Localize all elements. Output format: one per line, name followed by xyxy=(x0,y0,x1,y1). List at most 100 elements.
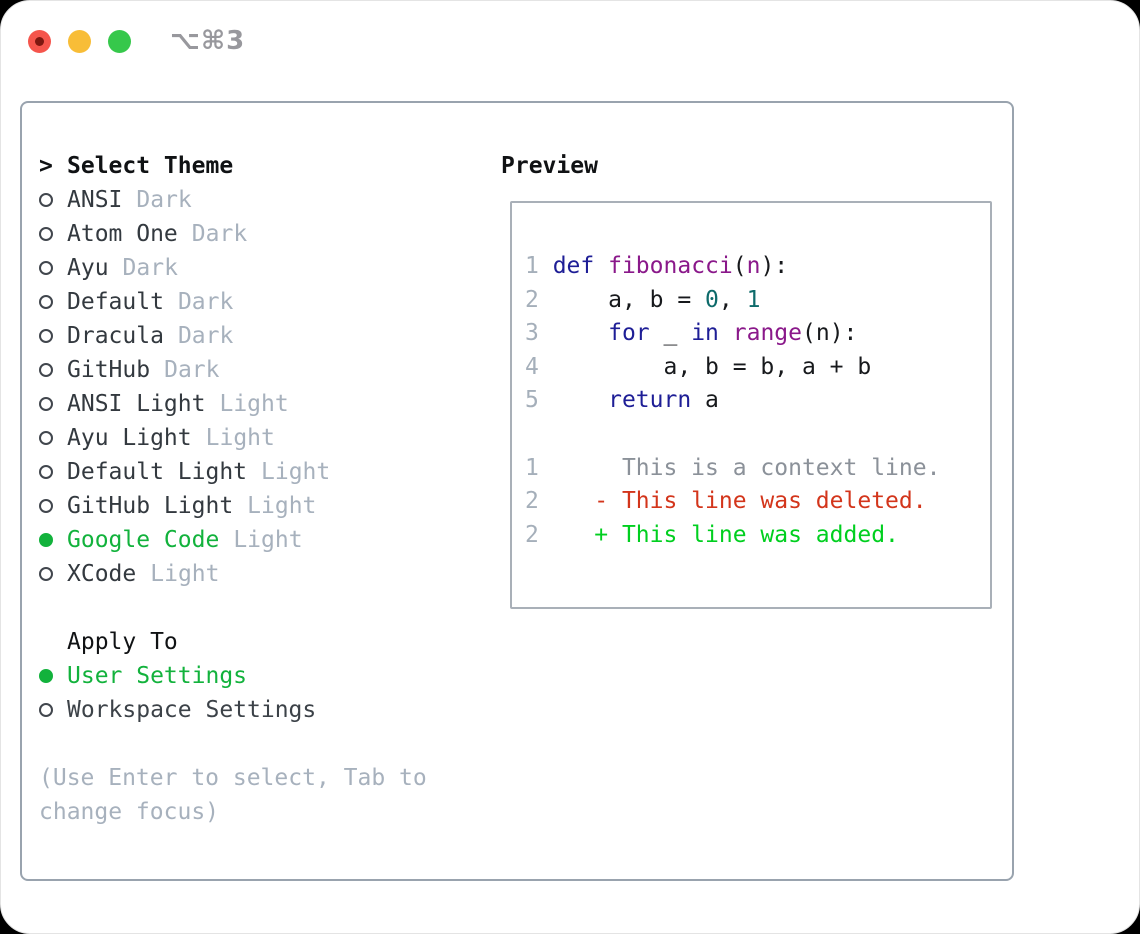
code-token-lit: 1 xyxy=(746,286,761,313)
theme-variant: Dark xyxy=(177,289,234,315)
code-token-pln: a xyxy=(691,387,719,414)
code-token-pln xyxy=(553,320,608,346)
theme-variant: Light xyxy=(150,561,220,587)
code-token-ln: 2 xyxy=(525,286,553,313)
code-token-ln: 5 xyxy=(525,387,553,414)
code-token-pln: a, b = b, a + b xyxy=(552,353,872,380)
theme-option[interactable]: GitHub Dark xyxy=(39,353,489,387)
code-token-ln: 1 xyxy=(525,454,553,481)
code-token-del: - This line was deleted. xyxy=(552,488,927,515)
radio-icon xyxy=(39,227,53,241)
hint-line: change focus) xyxy=(39,799,220,825)
code-preview: 1 def fibonacci(n): 2 a, b = 0, 1 3 for … xyxy=(512,203,990,552)
code-line: 1 def fibonacci(n): xyxy=(525,253,788,279)
apply-to-label: Workspace Settings xyxy=(67,697,317,723)
code-line: 2 a, b = 0, 1 xyxy=(525,287,760,313)
code-token-pln: , xyxy=(718,286,747,313)
traffic-light-close-button[interactable] xyxy=(28,29,51,53)
theme-variant: Light xyxy=(205,425,275,451)
preview-title: Preview xyxy=(501,153,598,179)
spacer xyxy=(39,727,489,761)
window-titlebar: ⌥⌘3 xyxy=(28,26,245,56)
apply-to-label: User Settings xyxy=(67,663,248,689)
code-token-ln: 3 xyxy=(525,320,553,347)
code-line: 2 + This line was added. xyxy=(525,522,899,548)
radio-selected-icon xyxy=(39,669,53,683)
code-token-kw: in xyxy=(691,320,719,347)
theme-variant: Dark xyxy=(136,187,192,213)
theme-variant: Light xyxy=(233,527,303,553)
radio-icon xyxy=(39,363,53,377)
theme-option[interactable]: ANSI Dark xyxy=(39,183,489,217)
theme-variant: Dark xyxy=(164,357,220,383)
code-token-add: + This line was added. xyxy=(552,521,899,548)
radio-icon xyxy=(39,703,53,717)
theme-option[interactable]: GitHub Light Light xyxy=(39,489,489,523)
code-line: 2 - This line was deleted. xyxy=(525,488,927,514)
code-token-ln: 2 xyxy=(525,488,553,515)
traffic-light-zoom-button[interactable] xyxy=(108,29,131,53)
theme-variant: Light xyxy=(247,493,317,519)
theme-name: Default xyxy=(67,289,164,315)
radio-icon xyxy=(39,499,53,513)
theme-option[interactable]: Default Dark xyxy=(39,285,489,319)
theme-name: GitHub Light xyxy=(67,493,234,519)
code-token-kw: def xyxy=(552,253,595,279)
theme-panel-title: Select Theme xyxy=(67,153,234,179)
hint-line: (Use Enter to select, Tab to xyxy=(39,765,427,791)
code-token-ln: 2 xyxy=(525,521,553,548)
code-token-ln: 1 xyxy=(525,253,553,279)
selection-cursor-icon: > xyxy=(39,153,53,179)
theme-name: Ayu xyxy=(67,255,109,281)
code-token-pln: ( xyxy=(732,253,747,279)
code-token-pln xyxy=(594,253,608,279)
theme-variant: Light xyxy=(219,391,289,417)
apply-to-option[interactable]: Workspace Settings xyxy=(39,693,489,727)
preview-panel: Preview 1 def fibonacci(n): 2 a, b = 0, … xyxy=(501,149,992,609)
theme-name: ANSI Light xyxy=(67,391,206,417)
radio-icon xyxy=(39,295,53,309)
theme-name: Ayu Light xyxy=(67,425,192,451)
radio-icon xyxy=(39,261,53,275)
hint-text: (Use Enter to select, Tab to change focus… xyxy=(39,761,489,829)
code-line: 3 for _ in range(n): xyxy=(525,320,857,346)
theme-option[interactable]: Ayu Light Light xyxy=(39,421,489,455)
code-token-ln: 4 xyxy=(525,353,553,380)
code-token-kw: return xyxy=(608,387,692,414)
code-token-pln xyxy=(719,320,733,346)
theme-option[interactable]: ANSI Light Light xyxy=(39,387,489,421)
code-line: 1 This is a context line. xyxy=(525,455,940,481)
theme-name: ANSI xyxy=(67,187,123,213)
code-line: 4 a, b = b, a + b xyxy=(525,354,871,380)
radio-icon xyxy=(39,193,53,207)
code-token-pln xyxy=(553,387,608,413)
code-token-kw: for xyxy=(608,320,650,347)
code-token-fn: fibonacci xyxy=(608,253,733,279)
radio-selected-icon xyxy=(39,533,53,547)
radio-icon xyxy=(39,397,53,411)
radio-icon xyxy=(39,465,53,479)
theme-name: GitHub xyxy=(67,357,151,383)
traffic-light-minimize-button[interactable] xyxy=(68,29,91,53)
code-token-ctx: This is a context line. xyxy=(552,454,941,481)
theme-variant: Light xyxy=(261,459,331,485)
code-token-pln: ): xyxy=(760,253,789,279)
radio-icon xyxy=(39,567,53,581)
preview-header-row: Preview xyxy=(501,149,992,183)
theme-name: Dracula xyxy=(67,323,164,349)
spacer xyxy=(39,591,489,625)
window-shortcut-label: ⌥⌘3 xyxy=(170,26,246,56)
apply-to-option[interactable]: User Settings xyxy=(39,659,489,693)
radio-icon xyxy=(39,329,53,343)
code-line: 5 return a xyxy=(525,387,719,413)
